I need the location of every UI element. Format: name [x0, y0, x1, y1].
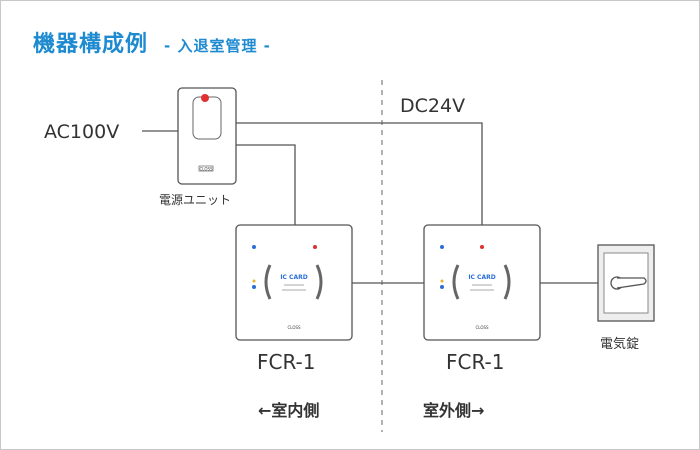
electric-lock-label: 電気錠	[600, 337, 640, 352]
indicator-red	[480, 245, 484, 249]
wire-dc-to-outside-reader	[236, 122, 483, 225]
wire-psu-to-inside-reader	[236, 144, 296, 225]
outside-label: 室外側→	[423, 401, 485, 420]
reader-outside-model: FCR-1	[446, 350, 505, 374]
wiring	[142, 122, 598, 284]
reader-card-text: IC CARD	[468, 274, 495, 281]
power-unit-device: CLOSS	[177, 87, 237, 185]
indicator-blue-2	[252, 285, 256, 289]
reader-brand: CLOSS	[475, 325, 489, 330]
ac-input-label: AC100V	[44, 121, 120, 143]
power-unit-label: 電源ユニット	[159, 193, 232, 207]
page-title: 機器構成例 - 入退室管理 -	[33, 26, 271, 58]
indicator-blue-2	[440, 285, 444, 289]
indicator-yellow	[252, 279, 256, 283]
psu-brand: CLOSS	[199, 167, 213, 172]
indicator-yellow	[440, 279, 444, 283]
title-main: 機器構成例	[33, 32, 149, 57]
card-reader-inside: IC CARD CLOSS	[235, 224, 353, 341]
reader-inside-model: FCR-1	[257, 350, 316, 374]
lock-handle-lever	[616, 277, 647, 289]
reader-card-text: IC CARD	[280, 274, 307, 281]
power-indicator-red	[201, 94, 209, 102]
indicator-red	[313, 245, 317, 249]
indicator-blue	[440, 245, 444, 249]
electric-lock-device	[597, 244, 655, 322]
dc-output-label: DC24V	[400, 95, 466, 117]
inside-label: ←室内側	[258, 401, 320, 420]
indicator-blue	[252, 245, 256, 249]
title-subtitle: - 入退室管理 -	[164, 37, 271, 55]
reader-brand: CLOSS	[287, 325, 301, 330]
card-reader-outside: IC CARD CLOSS	[423, 224, 541, 341]
